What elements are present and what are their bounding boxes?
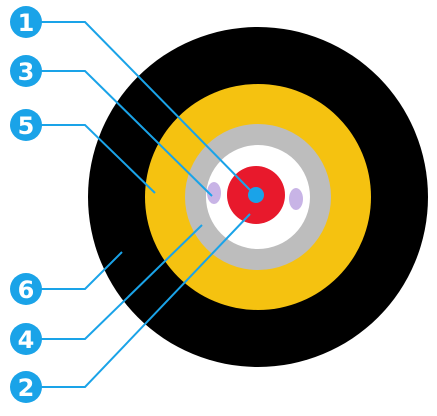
fiber-core — [248, 187, 264, 203]
leader-line-1 — [38, 21, 251, 191]
callout-badge-1: 1 — [10, 6, 42, 38]
leader-line-3 — [38, 70, 213, 197]
callout-label-5: 5 — [18, 112, 35, 140]
filler-left — [207, 182, 221, 204]
callout-label-1: 1 — [18, 9, 35, 37]
callout-label-2: 2 — [18, 374, 35, 402]
leader-line-6 — [38, 251, 123, 290]
callout-badge-4: 4 — [10, 323, 42, 355]
filler-right — [289, 188, 303, 210]
leader-line-5 — [38, 124, 156, 194]
callout-label-6: 6 — [18, 276, 35, 304]
leader-line-2 — [38, 213, 251, 388]
callout-badge-6: 6 — [10, 273, 42, 305]
callout-label-4: 4 — [18, 326, 35, 354]
leader-line-4 — [38, 224, 203, 340]
callout-label-3: 3 — [18, 58, 35, 86]
callout-badge-2: 2 — [10, 371, 42, 403]
callout-badge-3: 3 — [10, 55, 42, 87]
callout-badge-5: 5 — [10, 109, 42, 141]
